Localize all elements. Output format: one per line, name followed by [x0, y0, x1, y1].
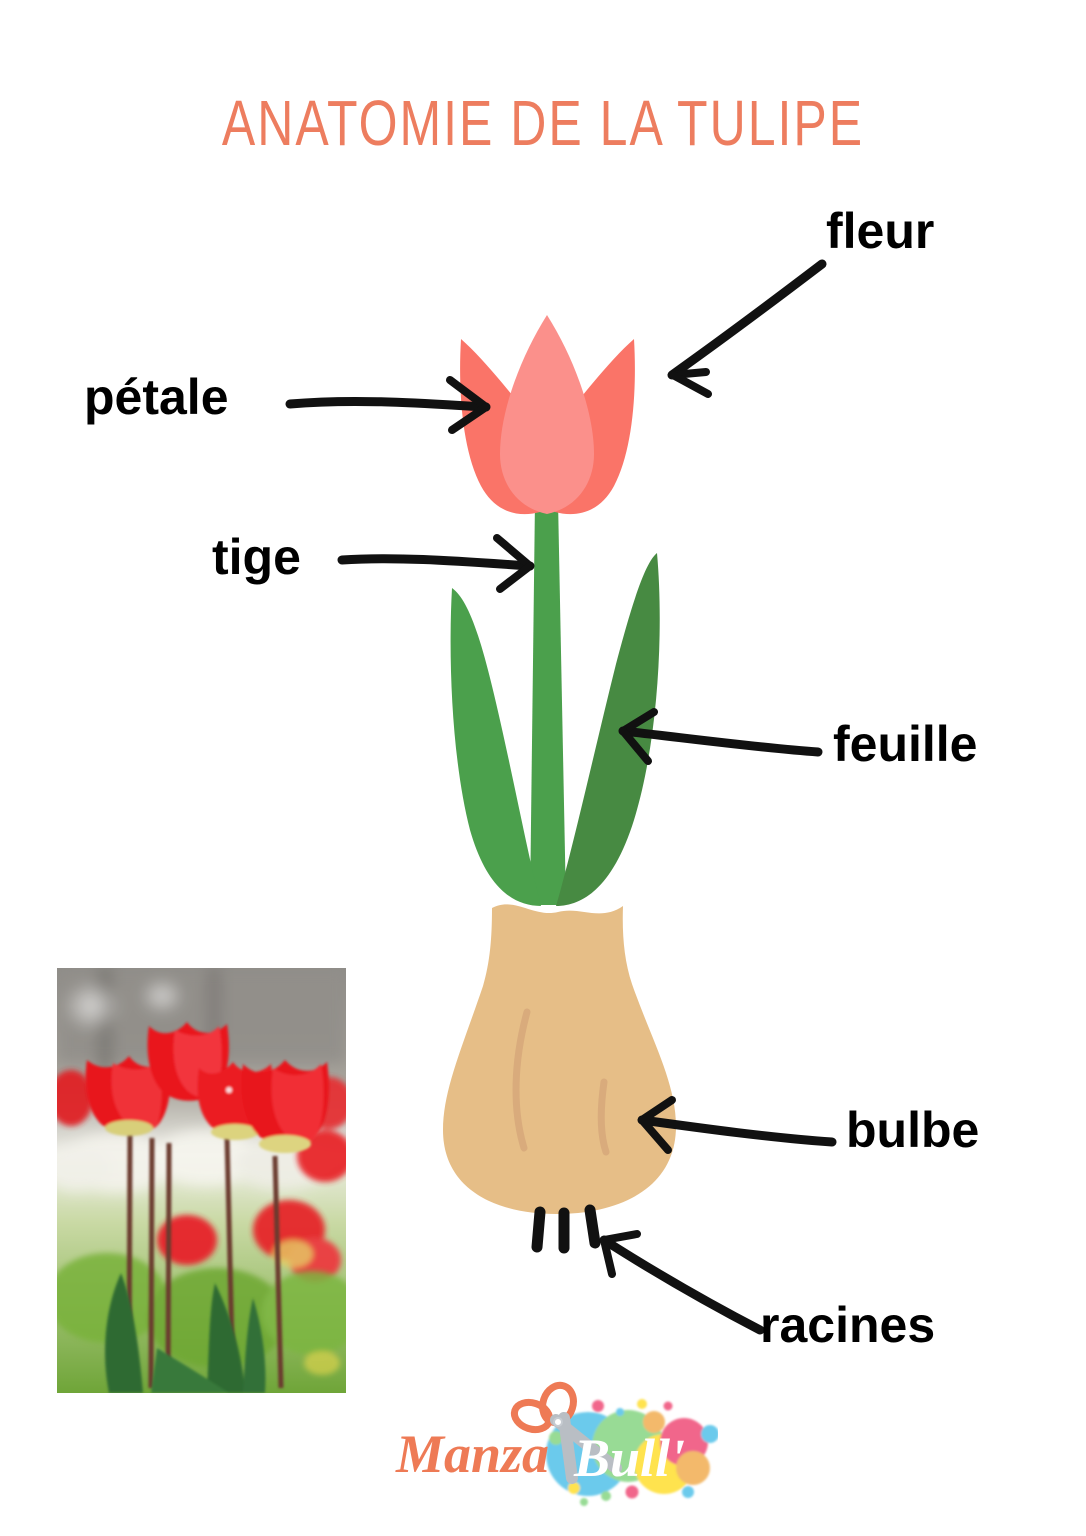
label-bulbe: bulbe	[846, 1102, 980, 1158]
label-fleur: fleur	[826, 203, 935, 259]
scissors-icon	[510, 1381, 622, 1484]
logo-word-one: Manza	[395, 1424, 549, 1484]
arrow-petale	[285, 376, 491, 434]
page-title: ANATOMIE DE LA TULIPE	[221, 87, 865, 159]
arrow-fleur	[667, 259, 827, 398]
arrow-tige	[337, 534, 535, 593]
racines-shape	[531, 1204, 601, 1254]
label-feuille: feuille	[833, 716, 978, 772]
fleur-shape	[460, 315, 635, 515]
petale-shape	[500, 315, 594, 514]
bulbe-shape	[443, 904, 676, 1214]
brand-logo[interactable]: Manza Bull'	[388, 1376, 718, 1516]
arrow-bulbe	[637, 1096, 837, 1154]
feuille-left-shape	[450, 588, 541, 906]
arrow-racines	[599, 1230, 765, 1335]
label-racines: racines	[760, 1297, 936, 1353]
arrow-feuille	[618, 708, 823, 765]
feuille-right-shape	[556, 553, 660, 906]
logo-word-two: Bull'	[573, 1428, 685, 1488]
tulip-photograph	[57, 968, 346, 1393]
label-petale: pétale	[84, 369, 229, 425]
tige-shape	[530, 500, 566, 905]
label-tige: tige	[212, 529, 301, 585]
